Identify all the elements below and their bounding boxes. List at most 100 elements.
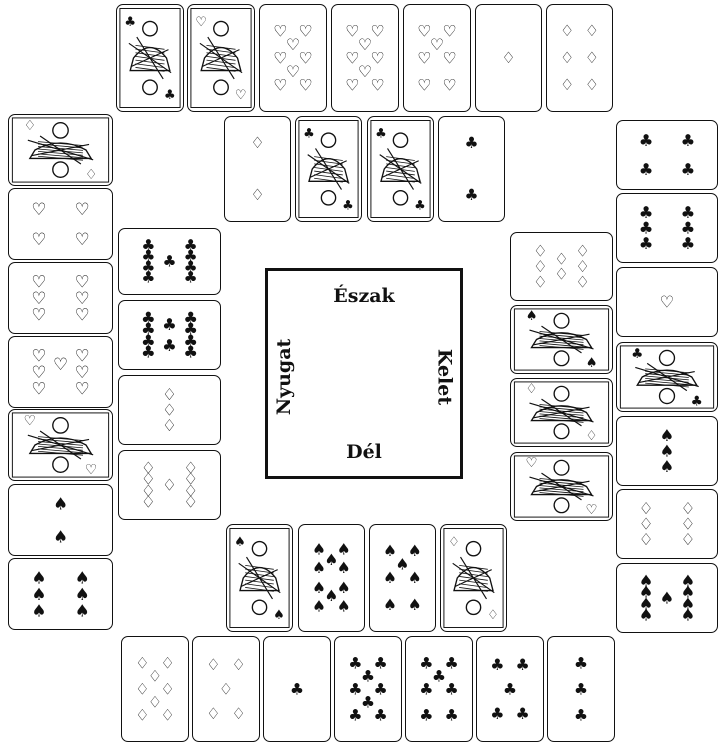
card-face: ♠♠♠♠♠♠♠♠♠♠ bbox=[299, 525, 364, 631]
svg-text:♣: ♣ bbox=[342, 199, 354, 214]
card-face: ♡♡ bbox=[188, 5, 254, 111]
west-card-9-of-diamonds[interactable]: ♢♢♢♢♢♢♢♢♢ bbox=[118, 450, 221, 520]
card-face: ♣♣♣♣♣♣♣♣♣♣ bbox=[119, 301, 220, 369]
spade-pip: ♠ bbox=[408, 596, 422, 614]
heart-pip: ♡ bbox=[299, 48, 313, 67]
club-pip: ♣ bbox=[445, 706, 459, 725]
card-face: ♣♣♣♣♣ bbox=[477, 637, 543, 741]
south-card-10-of-spades[interactable]: ♠♠♠♠♠♠♠♠♠♠ bbox=[298, 524, 365, 632]
north-card-7-of-hearts[interactable]: ♡♡♡♡♡♡♡ bbox=[403, 4, 471, 112]
east-card-a-of-hearts[interactable]: ♡ bbox=[616, 267, 718, 337]
west-card-7-of-hearts[interactable]: ♡♡♡♡♡♡♡ bbox=[8, 336, 113, 408]
west-card-j-of-diamonds[interactable]: ♢♢ bbox=[8, 114, 113, 186]
card-face: ♠♠ bbox=[511, 306, 612, 373]
card-face: ♠♠♠♠♠♠ bbox=[9, 559, 112, 629]
diamond-pip: ♢ bbox=[183, 492, 198, 511]
heart-pip: ♡ bbox=[75, 229, 90, 249]
card-face: ♣♣ bbox=[368, 117, 433, 221]
north-card-8-of-hearts[interactable]: ♡♡♡♡♡♡♡♡ bbox=[331, 4, 399, 112]
east-card-k-of-hearts[interactable]: ♡♡ bbox=[510, 452, 613, 521]
svg-text:♣: ♣ bbox=[414, 199, 426, 214]
diamond-pip: ♢ bbox=[161, 653, 175, 672]
west-card-q-of-hearts[interactable]: ♡♡ bbox=[8, 409, 113, 481]
svg-text:♣: ♣ bbox=[164, 88, 176, 103]
diamond-pip: ♢ bbox=[585, 22, 599, 40]
north-card-k-of-clubs[interactable]: ♣♣ bbox=[295, 116, 362, 222]
south-card-8-of-diamonds[interactable]: ♢♢♢♢♢♢♢♢ bbox=[121, 636, 189, 742]
east-card-4-of-clubs[interactable]: ♣♣♣♣ bbox=[616, 120, 718, 190]
heart-pip: ♡ bbox=[31, 378, 46, 398]
west-card-9-of-clubs[interactable]: ♣♣♣♣♣♣♣♣♣ bbox=[118, 228, 221, 295]
heart-pip: ♡ bbox=[443, 48, 457, 67]
svg-text:♢: ♢ bbox=[585, 429, 597, 444]
west-card-10-of-clubs[interactable]: ♣♣♣♣♣♣♣♣♣♣ bbox=[118, 300, 221, 370]
diamond-pip: ♢ bbox=[502, 49, 516, 67]
east-card-3-of-spades[interactable]: ♠♠♠ bbox=[616, 416, 718, 486]
south-card-7-of-spades[interactable]: ♠♠♠♠♠♠♠ bbox=[369, 524, 436, 632]
svg-text:♡: ♡ bbox=[525, 456, 537, 471]
card-face: ♡ bbox=[617, 268, 717, 336]
svg-text:♣: ♣ bbox=[631, 346, 643, 362]
diamond-pip: ♢ bbox=[533, 272, 547, 291]
west-card-6-of-spades[interactable]: ♠♠♠♠♠♠ bbox=[8, 558, 113, 630]
east-card-9-of-spades[interactable]: ♠♠♠♠♠♠♠♠♠ bbox=[616, 563, 718, 633]
diamond-pip: ♢ bbox=[251, 134, 265, 152]
svg-text:♢: ♢ bbox=[24, 118, 37, 134]
heart-pip: ♡ bbox=[75, 378, 90, 398]
north-card-2-of-diamonds[interactable]: ♢♢ bbox=[224, 116, 291, 222]
east-card-6-of-clubs[interactable]: ♣♣♣♣♣♣ bbox=[616, 193, 718, 263]
south-card-3-of-clubs[interactable]: ♣♣♣ bbox=[547, 636, 615, 742]
spade-pip: ♠ bbox=[383, 596, 397, 614]
east-card-8-of-diamonds[interactable]: ♢♢♢♢♢♢♢♢ bbox=[510, 232, 613, 301]
card-face: ♠♠ bbox=[227, 525, 292, 631]
south-card-a-of-clubs[interactable]: ♣ bbox=[263, 636, 331, 742]
north-card-a-of-diamonds[interactable]: ♢ bbox=[475, 4, 542, 112]
club-pip: ♣ bbox=[639, 234, 654, 253]
heart-pip: ♡ bbox=[75, 304, 90, 324]
west-card-2-of-spades[interactable]: ♠♠ bbox=[8, 484, 113, 556]
east-card-6-of-diamonds[interactable]: ♢♢♢♢♢♢ bbox=[616, 489, 718, 559]
east-card-j-of-clubs[interactable]: ♣♣ bbox=[616, 342, 718, 412]
card-face: ♢ bbox=[476, 5, 541, 111]
card-face: ♠♠♠ bbox=[617, 417, 717, 485]
card-face: ♣♣♣♣ bbox=[617, 121, 717, 189]
heart-pip: ♡ bbox=[75, 199, 90, 219]
south-card-5-of-diamonds[interactable]: ♢♢♢♢♢ bbox=[192, 636, 260, 742]
west-card-4-of-hearts[interactable]: ♡♡♡♡ bbox=[8, 188, 113, 260]
north-card-8-of-hearts[interactable]: ♡♡♡♡♡♡♡♡ bbox=[259, 4, 327, 112]
diamond-pip: ♢ bbox=[681, 530, 696, 549]
south-card-5-of-clubs[interactable]: ♣♣♣♣♣ bbox=[476, 636, 544, 742]
north-card-k-of-clubs[interactable]: ♣♣ bbox=[116, 4, 184, 112]
west-card-3-of-diamonds[interactable]: ♢♢♢ bbox=[118, 375, 221, 445]
diamond-pip: ♢ bbox=[206, 704, 220, 723]
card-face: ♡♡ bbox=[9, 410, 112, 480]
heart-pip: ♡ bbox=[417, 48, 431, 67]
east-card-q-of-diamonds[interactable]: ♢♢ bbox=[510, 378, 613, 447]
heart-pip: ♡ bbox=[53, 354, 68, 374]
west-card-6-of-hearts[interactable]: ♡♡♡♡♡♡ bbox=[8, 262, 113, 334]
card-face: ♢♢ bbox=[9, 115, 112, 185]
club-pip: ♣ bbox=[374, 653, 388, 672]
south-card-q-of-diamonds[interactable]: ♢♢ bbox=[440, 524, 507, 632]
spade-pip: ♠ bbox=[337, 579, 351, 597]
heart-pip: ♡ bbox=[443, 75, 457, 94]
club-pip: ♣ bbox=[681, 160, 696, 179]
south-card-7-of-clubs[interactable]: ♣♣♣♣♣♣♣ bbox=[405, 636, 473, 742]
club-pip: ♣ bbox=[141, 268, 155, 286]
club-pip: ♣ bbox=[141, 342, 156, 361]
heart-pip: ♡ bbox=[31, 304, 46, 324]
north-card-q-of-hearts[interactable]: ♡♡ bbox=[187, 4, 255, 112]
card-face: ♣♣♣ bbox=[548, 637, 614, 741]
north-card-6-of-diamonds[interactable]: ♢♢♢♢♢♢ bbox=[546, 4, 613, 112]
card-face: ♢♢♢♢♢♢ bbox=[547, 5, 612, 111]
south-card-k-of-spades[interactable]: ♠♠ bbox=[226, 524, 293, 632]
card-face: ♠♠♠♠♠♠♠ bbox=[370, 525, 435, 631]
svg-text:♠: ♠ bbox=[234, 535, 246, 550]
east-card-k-of-spades[interactable]: ♠♠ bbox=[510, 305, 613, 374]
card-face: ♣♣ bbox=[296, 117, 361, 221]
card-face: ♢♢♢ bbox=[119, 376, 220, 444]
south-card-8-of-clubs[interactable]: ♣♣♣♣♣♣♣♣ bbox=[334, 636, 402, 742]
north-card-2-of-clubs[interactable]: ♣♣ bbox=[438, 116, 505, 222]
north-card-q-of-clubs[interactable]: ♣♣ bbox=[367, 116, 434, 222]
card-face: ♢♢♢♢♢♢♢♢♢ bbox=[119, 451, 220, 519]
